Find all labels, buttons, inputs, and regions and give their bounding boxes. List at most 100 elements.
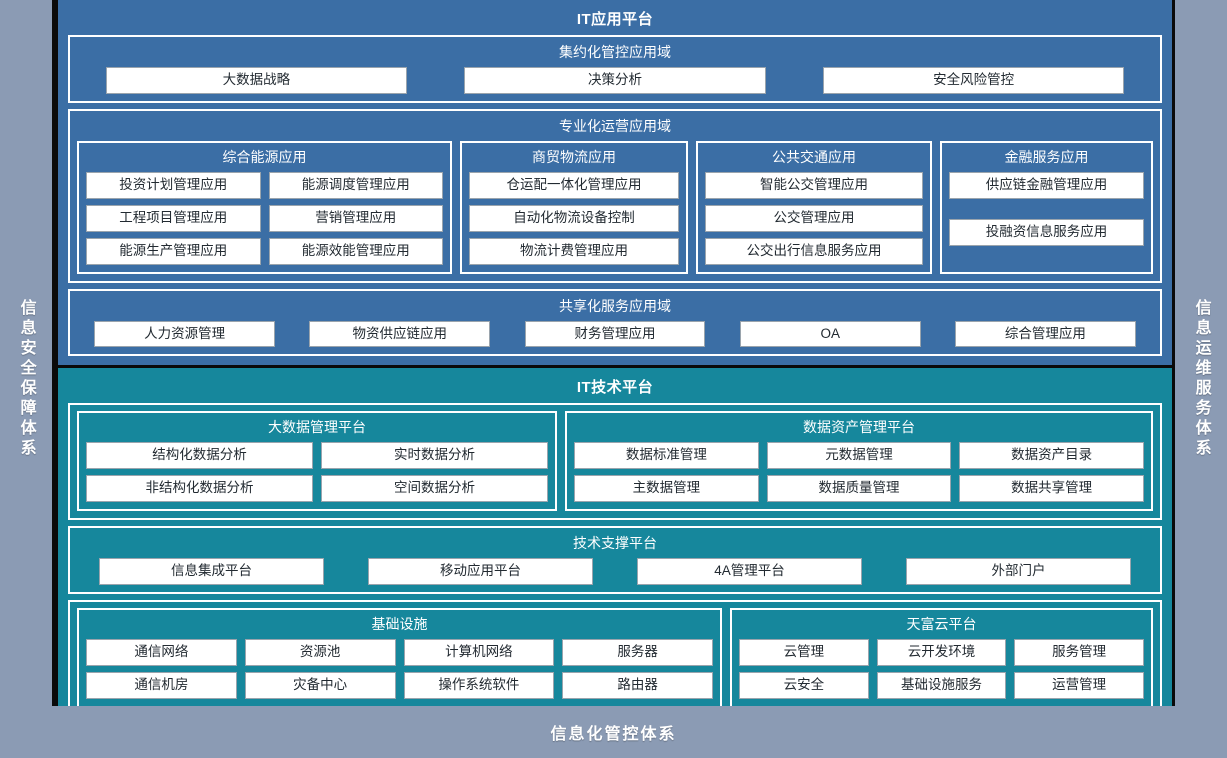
tech-chip-structured-analysis[interactable]: 结构化数据分析 [86, 442, 313, 470]
app-chip-integrated-management[interactable]: 综合管理应用 [955, 320, 1136, 348]
app-chip-investment-plan[interactable]: 投资计划管理应用 [86, 171, 261, 199]
tech-chip-os-software[interactable]: 操作系统软件 [403, 671, 555, 699]
tech-chip-computer-network[interactable]: 计算机网络 [403, 639, 555, 666]
professional-operations-groups: 综合能源应用 投资计划管理应用 能源调度管理应用 工程项目管理应用 营销管理应用 [77, 140, 1153, 274]
app-chip-bus-management[interactable]: 公交管理应用 [705, 204, 923, 232]
cell: 决策分析 [436, 67, 795, 94]
domain-infrastructure-cloud: 基础设施 通信网络 资源池 计算机网络 服务器 通信机房 灾备中心 [68, 600, 1162, 717]
infrastructure-cloud-groups: 基础设施 通信网络 资源池 计算机网络 服务器 通信机房 灾备中心 [77, 608, 1153, 708]
app-chip-supply-chain-finance[interactable]: 供应链金融管理应用 [949, 171, 1144, 199]
group-title: 数据资产管理平台 [803, 419, 915, 436]
group-title: 商贸物流应用 [532, 148, 616, 165]
tech-chip-infrastructure-service[interactable]: 基础设施服务 [876, 671, 1007, 699]
spacer [949, 205, 1144, 213]
cell: 4A管理平台 [615, 558, 884, 585]
domain-intensive-management: 集约化管控应用域 大数据战略 决策分析 安全风险管控 [68, 35, 1162, 103]
tech-chip-external-portal[interactable]: 外部门户 [905, 558, 1132, 585]
group-row: 云安全 基础设施服务 运营管理 [739, 671, 1145, 699]
tech-chip-router[interactable]: 路由器 [562, 671, 713, 699]
tech-chip-master-data[interactable]: 主数据管理 [574, 475, 759, 503]
domain-item-row: 人力资源管理 物资供应链应用 财务管理应用 OA 综合管理应用 [77, 320, 1153, 348]
tech-chip-comm-room[interactable]: 通信机房 [86, 671, 237, 699]
cell: 安全风险管控 [794, 67, 1153, 94]
tech-chip-realtime-analysis[interactable]: 实时数据分析 [321, 442, 548, 470]
domain-title: 技术支撑平台 [573, 535, 657, 552]
tech-chip-disaster-recovery[interactable]: 灾备中心 [244, 671, 396, 699]
app-chip-bus-travel-info[interactable]: 公交出行信息服务应用 [705, 237, 923, 265]
app-chip-material-supply-chain[interactable]: 物资供应链应用 [309, 320, 491, 348]
group-items: 通信网络 资源池 计算机网络 服务器 通信机房 灾备中心 操作系统软件 路由器 [86, 639, 713, 699]
group-row: 物流计费管理应用 [469, 237, 679, 265]
group-row: 公交出行信息服务应用 [705, 237, 923, 265]
domain-item-row: 大数据战略 决策分析 安全风险管控 [77, 67, 1153, 94]
domain-title: 共享化服务应用域 [559, 297, 671, 314]
group-public-transit: 公共交通应用 智能公交管理应用 公交管理应用 公交出行信息服务应用 [696, 140, 932, 274]
app-chip-finance-management[interactable]: 财务管理应用 [524, 320, 706, 348]
group-bigdata-platform: 大数据管理平台 结构化数据分析 实时数据分析 非结构化数据分析 空间数据分析 [77, 411, 557, 512]
app-chip-security-risk-control[interactable]: 安全风险管控 [823, 67, 1125, 94]
app-chip-investment-financing-info[interactable]: 投融资信息服务应用 [949, 218, 1144, 246]
group-row: 云管理 云开发环境 服务管理 [739, 639, 1145, 666]
app-chip-automated-logistics[interactable]: 自动化物流设备控制 [469, 204, 679, 232]
right-rail-label: 信息运维服务体系 [1192, 299, 1210, 459]
cell: 信息集成平台 [77, 558, 346, 585]
right-rail-it-operations: 信息运维服务体系 [1169, 0, 1227, 758]
group-integrated-energy: 综合能源应用 投资计划管理应用 能源调度管理应用 工程项目管理应用 营销管理应用 [77, 140, 452, 274]
tech-chip-cloud-security[interactable]: 云安全 [739, 671, 869, 699]
domain-title: 集约化管控应用域 [559, 44, 671, 60]
group-title: 金融服务应用 [1004, 148, 1089, 165]
bottom-bar-informatization-governance: 信息化管控体系 [0, 706, 1227, 758]
group-items: 仓运配一体化管理应用 自动化物流设备控制 物流计费管理应用 [469, 171, 679, 265]
group-row: 通信机房 灾备中心 操作系统软件 路由器 [86, 671, 713, 699]
app-chip-smart-bus[interactable]: 智能公交管理应用 [705, 171, 923, 199]
cell: 移动应用平台 [346, 558, 615, 585]
app-chip-oa[interactable]: OA [739, 320, 921, 348]
group-row: 投资计划管理应用 能源调度管理应用 [86, 171, 443, 199]
tech-chip-mobile-app-platform[interactable]: 移动应用平台 [367, 558, 594, 585]
app-chip-logistics-billing[interactable]: 物流计费管理应用 [469, 237, 679, 265]
tech-chip-resource-pool[interactable]: 资源池 [244, 639, 396, 666]
tech-chip-cloud-management[interactable]: 云管理 [739, 639, 869, 666]
tech-chip-data-standard[interactable]: 数据标准管理 [574, 442, 759, 470]
group-row: 数据标准管理 元数据管理 数据资产目录 [574, 442, 1145, 470]
domain-title: 专业化运营应用域 [559, 117, 671, 134]
group-row: 供应链金融管理应用 [949, 171, 1144, 199]
group-title: 天富云平台 [906, 616, 977, 632]
group-row-spacer [949, 205, 1144, 213]
tech-chip-service-management[interactable]: 服务管理 [1014, 639, 1145, 666]
tech-chip-server[interactable]: 服务器 [562, 639, 713, 666]
app-chip-hr-management[interactable]: 人力资源管理 [94, 320, 275, 348]
tech-chip-spatial-analysis[interactable]: 空间数据分析 [321, 475, 548, 503]
app-chip-marketing-management[interactable]: 营销管理应用 [268, 204, 443, 232]
tech-chip-operations-management[interactable]: 运营管理 [1014, 671, 1145, 699]
tech-chip-data-sharing[interactable]: 数据共享管理 [959, 475, 1145, 503]
app-chip-decision-analysis[interactable]: 决策分析 [464, 67, 766, 94]
app-chip-integrated-warehouse[interactable]: 仓运配一体化管理应用 [469, 171, 679, 199]
app-chip-energy-production[interactable]: 能源生产管理应用 [86, 237, 261, 265]
bottom-bar-label: 信息化管控体系 [550, 726, 677, 743]
left-rail-information-security: 信息安全保障体系 [0, 0, 58, 758]
domain-shared-services: 共享化服务应用域 人力资源管理 物资供应链应用 财务管理应用 OA [68, 288, 1162, 357]
cell: 财务管理应用 [507, 320, 722, 348]
app-chip-bigdata-strategy[interactable]: 大数据战略 [105, 67, 407, 94]
cell: OA [723, 320, 938, 348]
tech-chip-data-asset-catalog[interactable]: 数据资产目录 [959, 442, 1145, 470]
tech-chip-data-quality[interactable]: 数据质量管理 [766, 475, 952, 503]
group-row: 智能公交管理应用 [705, 171, 923, 199]
tech-chip-cloud-dev-env[interactable]: 云开发环境 [876, 639, 1007, 666]
app-chip-energy-dispatch[interactable]: 能源调度管理应用 [268, 171, 443, 199]
tech-chip-unstructured-analysis[interactable]: 非结构化数据分析 [86, 475, 313, 503]
tech-chip-4a-management[interactable]: 4A管理平台 [636, 558, 863, 585]
cell: 人力资源管理 [77, 320, 292, 348]
group-row: 投融资信息服务应用 [949, 218, 1144, 246]
it-technology-platform-panel: IT技术平台 大数据管理平台 结构化数据分析 实时数据分析 非结构化数据分析 [58, 368, 1172, 758]
group-row: 非结构化数据分析 空间数据分析 [86, 475, 548, 503]
tech-chip-metadata[interactable]: 元数据管理 [766, 442, 952, 470]
tech-chip-info-integration[interactable]: 信息集成平台 [98, 558, 325, 585]
app-chip-engineering-project[interactable]: 工程项目管理应用 [86, 204, 261, 232]
domain-technical-support: 技术支撑平台 信息集成平台 移动应用平台 4A管理平台 外部门户 [68, 526, 1162, 594]
cell: 大数据战略 [77, 67, 436, 94]
app-chip-energy-efficiency[interactable]: 能源效能管理应用 [268, 237, 443, 265]
tech-chip-comm-network[interactable]: 通信网络 [86, 639, 237, 666]
